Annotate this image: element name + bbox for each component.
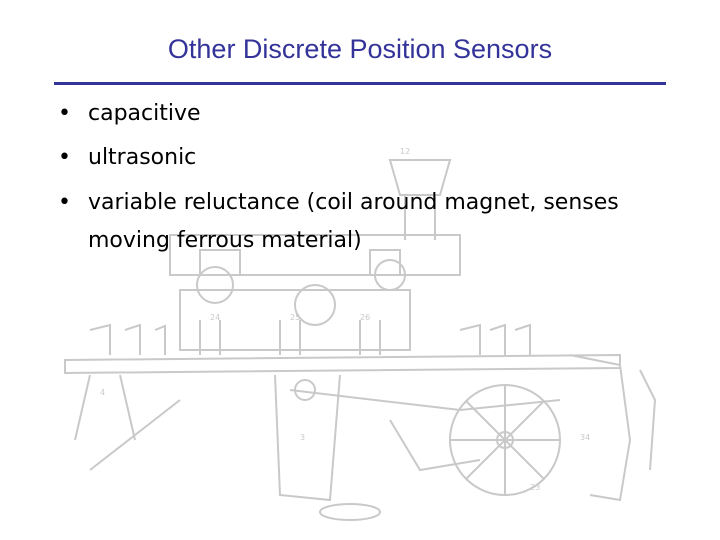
svg-text:24: 24	[210, 313, 220, 322]
bullet-item: • variable reluctance (coil around magne…	[58, 184, 678, 260]
svg-text:23: 23	[530, 483, 540, 492]
slide-title: Other Discrete Position Sensors	[167, 34, 553, 64]
bullet-dot: •	[58, 145, 71, 170]
patent-machine-drawing-icon: 12 24 25 26 4 23 34 3	[64, 147, 657, 521]
svg-text:26: 26	[360, 313, 370, 322]
bullet-dot: •	[58, 190, 71, 215]
title-underline	[54, 82, 666, 85]
bullet-item: • ultrasonic	[58, 140, 678, 176]
bullet-text: variable reluctance (coil around magnet,…	[88, 190, 619, 253]
svg-text:25: 25	[290, 313, 300, 322]
svg-text:34: 34	[580, 433, 590, 442]
svg-text:4: 4	[100, 388, 105, 397]
svg-text:3: 3	[300, 433, 305, 442]
bullet-dot: •	[58, 101, 71, 126]
bullet-item: • capacitive	[58, 96, 678, 132]
svg-text:12: 12	[400, 147, 410, 156]
bullet-text: ultrasonic	[88, 145, 197, 170]
bullet-list: • capacitive • ultrasonic • variable rel…	[58, 96, 678, 268]
bullet-text: capacitive	[88, 101, 201, 126]
